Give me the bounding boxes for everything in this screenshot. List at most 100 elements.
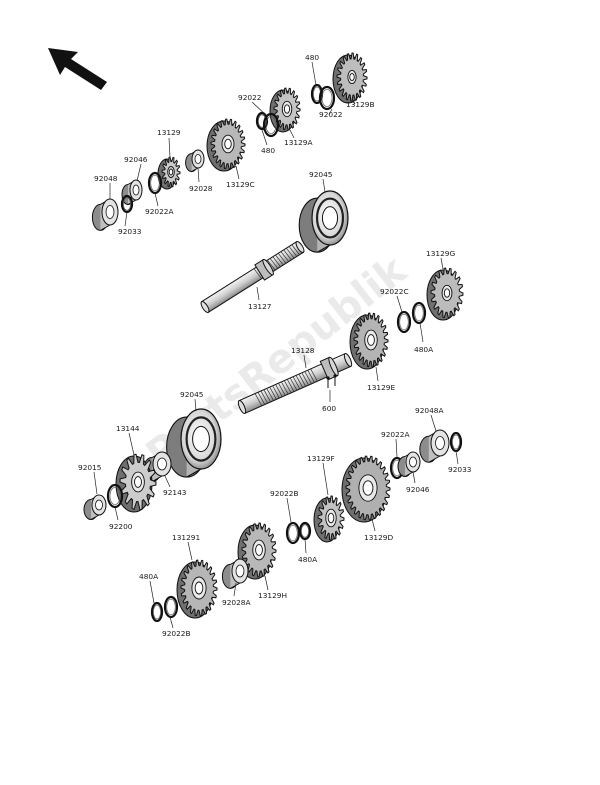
washer-92022b-mid: [285, 521, 301, 545]
callout-13129c: 13129C: [226, 165, 255, 189]
gear-13129e: [349, 312, 389, 370]
washer-92022b-low: [163, 595, 179, 619]
label-13129g: 13129G: [426, 249, 456, 258]
label-480a-left: 480A: [139, 572, 158, 581]
ball-bearing-92045-top: [298, 190, 349, 253]
label-13129c: 13129C: [226, 180, 255, 189]
label-13129b: 13129B: [346, 100, 375, 109]
callout-480a-right: 480A: [414, 322, 433, 354]
ball-bearing-92045-mid: [166, 408, 222, 478]
label-92022a-right: 92022A: [381, 430, 410, 439]
callout-92033-left: 92033: [118, 211, 142, 236]
callout-13127: 13127: [248, 286, 272, 311]
callout-13144: 13144: [116, 424, 140, 456]
callout-92015: 92015: [78, 463, 102, 495]
label-13129h: 13129H: [258, 591, 287, 600]
label-480-mid: 480: [261, 146, 275, 155]
callout-13129: 13129: [157, 128, 181, 158]
sprocket-13144: [115, 453, 157, 513]
nut-92015: [83, 494, 107, 520]
label-480-top: 480: [305, 53, 319, 62]
gear-13129g: [426, 267, 464, 321]
gear-13129f: [313, 495, 345, 543]
gear-131291: [176, 559, 218, 619]
callout-92022a-right: 92022A: [381, 430, 410, 458]
callout-480-top: 480: [305, 53, 319, 86]
gear-13129a: [269, 87, 301, 133]
callout-92045-top: 92045: [309, 170, 333, 193]
washer-92022-mid: [262, 112, 280, 138]
callout-92028: 92028: [189, 167, 213, 193]
callout-600: 600: [322, 390, 336, 413]
output-shaft-13128: [237, 352, 353, 415]
callout-92046-a: 92046: [124, 155, 148, 182]
label-92022-b: 92022: [319, 110, 343, 119]
callout-13129b: 13129B: [346, 97, 375, 109]
callout-92048a: 92048A: [415, 406, 444, 432]
gear-13129b: [332, 52, 368, 104]
label-13129d: 13129D: [364, 533, 394, 542]
label-13144: 13144: [116, 424, 140, 433]
label-92046-b: 92046: [406, 485, 430, 494]
circlip-480a-left: [150, 601, 164, 623]
label-13129e: 13129E: [367, 383, 396, 392]
label-92033-right: 92033: [448, 465, 472, 474]
label-92028: 92028: [189, 184, 213, 193]
label-13129a: 13129A: [284, 138, 313, 147]
label-92022b-low: 92022B: [162, 629, 191, 638]
label-92046-a: 92046: [124, 155, 148, 164]
callout-480a-mid: 480A: [298, 538, 317, 564]
callout-13129f: 13129F: [307, 454, 335, 496]
drive-shaft-13127: [200, 240, 305, 314]
callout-13129h: 13129H: [258, 575, 287, 600]
washer-92022a-left: [147, 171, 163, 195]
label-92200: 92200: [109, 522, 133, 531]
callout-13129g: 13129G: [426, 249, 456, 270]
label-92022b-mid: 92022B: [270, 489, 299, 498]
callout-480a-left: 480A: [139, 572, 158, 604]
cap-92048a: [419, 429, 450, 463]
callout-13129e: 13129E: [367, 366, 396, 392]
label-480a-mid: 480A: [298, 555, 317, 564]
label-92048a: 92048A: [415, 406, 444, 415]
callout-92143: 92143: [163, 475, 187, 497]
callout-92046-b: 92046: [406, 471, 430, 494]
washer-92022c: [396, 310, 412, 334]
callout-13129a: 13129A: [284, 129, 313, 147]
needle-bearing-92046-low: [397, 451, 421, 477]
washer-92022-top: [318, 85, 336, 111]
callout-92022b-low: 92022B: [162, 616, 191, 638]
label-13129: 13129: [157, 128, 181, 137]
bushing-92028a: [221, 558, 249, 589]
label-92022a-left: 92022A: [145, 207, 174, 216]
label-13128: 13128: [291, 346, 315, 355]
label-131291: 131291: [172, 533, 201, 542]
callout-92200: 92200: [109, 506, 133, 531]
label-92028a: 92028A: [222, 598, 251, 607]
callout-480-mid: 480: [261, 129, 275, 155]
circlip-480a-mid: [298, 521, 312, 541]
front-direction-arrow-icon: [48, 48, 107, 90]
label-92022c: 92022C: [380, 287, 409, 296]
label-92045-top: 92045: [309, 170, 333, 179]
callout-92022-b: 92022: [319, 108, 343, 119]
label-92022-a: 92022: [238, 93, 262, 102]
circlip-480-mid: [255, 111, 269, 131]
label-480a-right: 480A: [414, 345, 433, 354]
cap-92048: [91, 198, 119, 231]
pin-600: [326, 374, 337, 388]
label-92033-left: 92033: [118, 227, 142, 236]
callout-92033-right: 92033: [448, 450, 472, 474]
callout-92022c: 92022C: [380, 287, 409, 313]
washer-92200: [106, 483, 124, 509]
label-92143: 92143: [163, 488, 187, 497]
gear-13129: [157, 156, 181, 190]
callout-92048: 92048: [94, 174, 118, 199]
label-92015: 92015: [78, 463, 102, 472]
callout-13129d: 13129D: [364, 518, 394, 542]
callout-13128: 13128: [291, 346, 315, 369]
callout-92022-a: 92022: [238, 93, 267, 116]
label-13127: 13127: [248, 302, 272, 311]
gear-13129c: [206, 118, 246, 172]
